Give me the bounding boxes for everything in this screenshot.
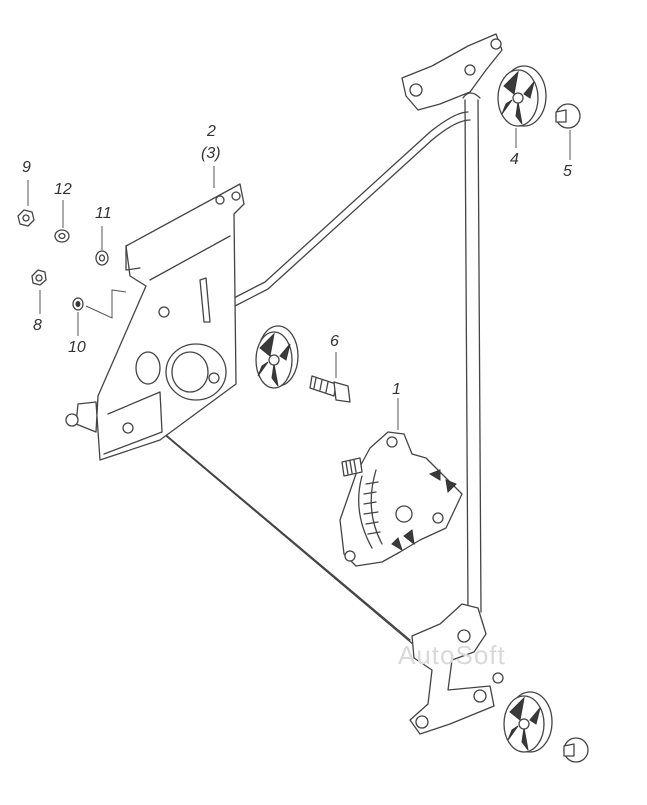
- callout-4: 4: [510, 151, 519, 168]
- pulley-bottom: [503, 691, 553, 753]
- pin-5: [555, 103, 581, 129]
- callout-8: 8: [33, 317, 42, 334]
- leader-lines: [27, 128, 571, 430]
- callout-6: 6: [330, 333, 339, 350]
- middle-pulley: [255, 325, 299, 389]
- pin-bottom: [563, 737, 589, 763]
- washer-11: [95, 250, 109, 266]
- callout-12: 12: [54, 181, 72, 198]
- washer-12: [54, 229, 70, 243]
- watermark-text: AutoSoft: [398, 640, 506, 670]
- callout-11: 11: [95, 205, 112, 222]
- bolt-6: [309, 375, 351, 403]
- washer-10: [72, 297, 84, 311]
- callout-5: 5: [563, 163, 572, 180]
- mounting-plate: [65, 183, 245, 461]
- callout-10: 10: [68, 339, 86, 356]
- guide-rail: [462, 92, 482, 613]
- callout-2: 2: [207, 123, 216, 140]
- motor-assembly: [339, 431, 463, 567]
- bottom-bracket: [409, 603, 504, 735]
- callout-1: 1: [392, 381, 401, 398]
- callout-9: 9: [22, 159, 31, 176]
- pulley-4: [497, 65, 547, 127]
- cables: [159, 111, 471, 646]
- top-bracket: [401, 33, 503, 111]
- nut-8: [31, 269, 47, 286]
- nut-9: [17, 209, 35, 227]
- callout-3: (3): [201, 145, 221, 162]
